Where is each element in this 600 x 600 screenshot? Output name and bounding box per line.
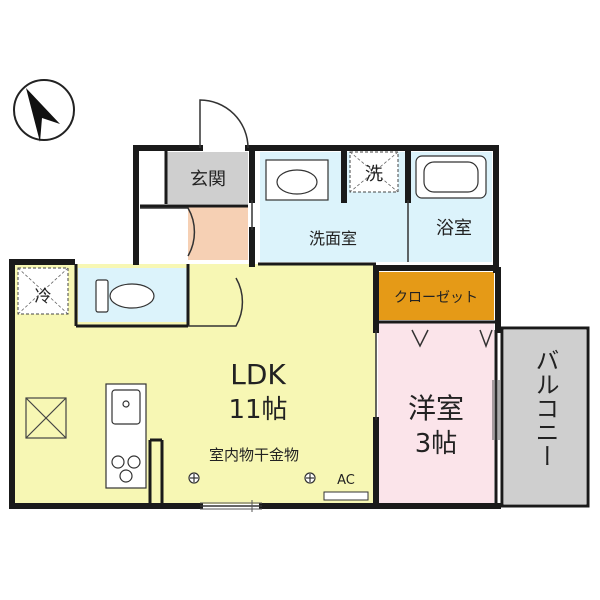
bedroom	[378, 322, 494, 506]
ldk-room	[14, 264, 376, 504]
washer-label: 洗	[365, 164, 383, 185]
bedroom-size-label: 3帖	[415, 429, 458, 459]
entrance-label: 玄関	[190, 169, 226, 190]
ac-unit	[323, 491, 369, 501]
closet-label: クローゼット	[394, 290, 478, 306]
stove-icon	[111, 455, 141, 483]
sink-icon	[111, 389, 141, 425]
balcony	[504, 330, 586, 504]
washroom-label: 洗面室	[309, 229, 357, 248]
thin-walls	[74, 150, 590, 508]
hallway	[188, 206, 248, 260]
ceiling-fixture-icon	[188, 472, 316, 484]
entrance-room	[166, 152, 248, 204]
ldk-size-label: 11帖	[228, 395, 287, 425]
bedroom-name-label: 洋室	[408, 392, 464, 425]
walls	[9, 145, 501, 509]
bathtub-icon	[415, 155, 487, 199]
closet	[378, 272, 494, 320]
ac-label: AC	[337, 473, 355, 488]
compass-icon	[13, 79, 75, 142]
balcony-label: バルコニー	[531, 348, 559, 468]
bath-label: 浴室	[436, 218, 472, 239]
washer-space-icon	[349, 151, 399, 193]
toilet-icon	[95, 279, 155, 313]
drying-hardware-label: 室内物干金物	[209, 446, 299, 464]
washbasin-icon	[265, 159, 329, 201]
fridge-space-icon	[17, 267, 69, 315]
ldk-name-label: LDK	[230, 358, 286, 391]
fridge-label: 冷	[35, 287, 52, 307]
window-lines	[200, 380, 500, 512]
vent-icon	[25, 397, 67, 439]
